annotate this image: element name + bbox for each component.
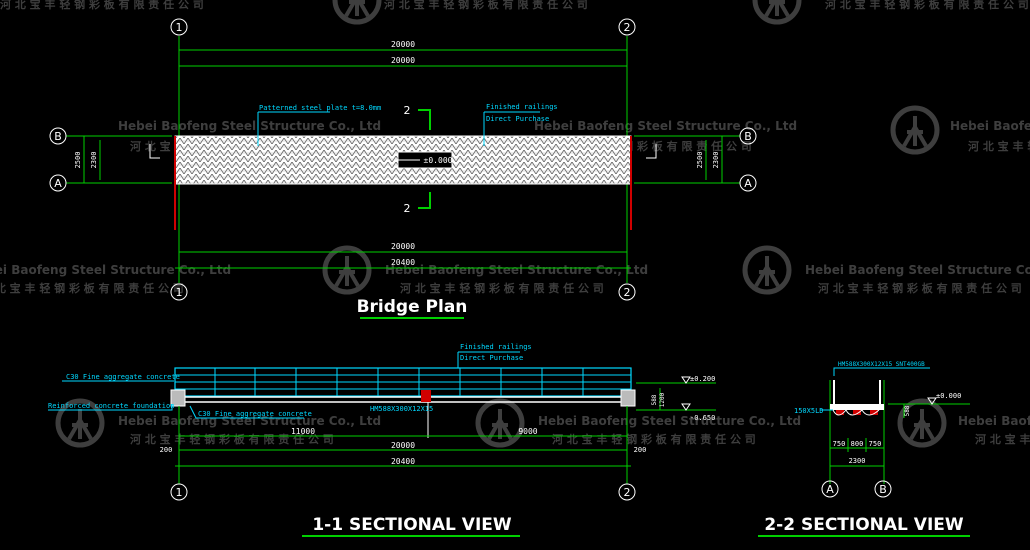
- watermark-en: Hebei Baofeng Steel Structure Co., Ltd: [950, 119, 1030, 133]
- dim-text: 20000: [391, 40, 415, 49]
- svg-text:2: 2: [624, 286, 631, 299]
- svg-text:-0.650: -0.650: [690, 414, 715, 422]
- note-beam: HM588X300X12X15: [370, 405, 433, 413]
- watermark-zh: 河 北 宝 丰 轻 钢 彩 板 有 限 责 任 公 司: [384, 0, 588, 11]
- watermark-en: Hebei Baofeng Steel Structure Co., Ltd: [538, 414, 801, 428]
- watermark-zh: 河 北 宝 丰 轻 钢 彩 板 有 限 责 任 公 司: [0, 281, 184, 295]
- svg-text:20000: 20000: [391, 441, 415, 450]
- watermark-en: Hebei Baofeng Steel Structure Co., Ltd: [118, 119, 381, 133]
- watermark-zh: 河 北 宝 丰 轻 钢 彩 板 有 限 责 任 公 司: [975, 432, 1030, 446]
- watermark-logo-icon: [335, 0, 379, 22]
- svg-text:2300: 2300: [849, 457, 866, 465]
- grid-bubble-2: [618, 18, 636, 36]
- svg-text:1200: 1200: [659, 392, 666, 407]
- svg-text:750: 750: [833, 440, 846, 448]
- section-mark: 2: [404, 104, 411, 117]
- note-purchase: Direct Purchase: [486, 115, 549, 123]
- section22-title: 2-2 SECTIONAL VIEW: [764, 515, 964, 535]
- watermark-en: Hebei Baofeng Steel Structure Co., Ltd: [534, 119, 797, 133]
- grid-bubble-2: [618, 283, 636, 301]
- plan-title: Bridge Plan: [357, 297, 468, 317]
- watermark-logo-icon: [755, 0, 799, 22]
- note-slab: 150X5LD: [794, 407, 824, 415]
- svg-text:2500: 2500: [74, 152, 82, 169]
- watermark-en: Hebei Baofeng Steel Structure Co., Ltd: [385, 263, 648, 277]
- note-purchase: Direct Purchase: [460, 354, 523, 362]
- watermark-en: Hebei Baofeng Steel Structure Co., Ltd: [118, 414, 381, 428]
- svg-text:2: 2: [624, 486, 631, 499]
- svg-text:20400: 20400: [391, 457, 415, 466]
- grid-bubble-1: [170, 18, 188, 36]
- svg-text:A: A: [826, 483, 834, 496]
- svg-text:200: 200: [634, 446, 647, 454]
- watermark-zh: 河 北 宝 丰 轻 钢 彩 板 有 限 责 任 公 司: [968, 139, 1030, 153]
- grid-bubble-1: [170, 283, 188, 301]
- svg-text:11000: 11000: [291, 427, 315, 436]
- svg-text:200: 200: [160, 446, 173, 454]
- svg-text:9000: 9000: [518, 427, 537, 436]
- svg-text:750: 750: [869, 440, 882, 448]
- svg-text:1: 1: [176, 286, 183, 299]
- svg-text:2500: 2500: [696, 152, 704, 169]
- svg-text:2300: 2300: [90, 152, 98, 169]
- svg-text:±0.200: ±0.200: [690, 375, 715, 383]
- watermark-zh: 河 北 宝 丰 轻 钢 彩 板 有 限 责 任 公 司: [0, 0, 204, 11]
- svg-text:B: B: [879, 483, 887, 496]
- note-c30-bottom: C30 Fine aggregate concrete: [198, 410, 312, 418]
- watermark-zh: 河 北 宝 丰 轻 钢 彩 板 有 限 责 任 公 司: [818, 281, 1022, 295]
- svg-text:B: B: [744, 130, 752, 143]
- svg-text:A: A: [744, 177, 752, 190]
- section11-title: 1-1 SECTIONAL VIEW: [312, 515, 512, 535]
- bridge-plan: 1 2 1 2 20000 20000 20000 20400 ±0.000 2…: [49, 18, 757, 319]
- svg-text:588: 588: [651, 394, 658, 405]
- svg-text:800: 800: [851, 440, 864, 448]
- note-c30-top: C30 Fine aggregate concrete: [66, 373, 180, 381]
- watermark-logo-icon: [325, 248, 369, 292]
- section-mark: 2: [404, 202, 411, 215]
- watermark-zh: 河 北 宝 丰 轻 钢 彩 板 有 限 责 任 公 司: [400, 281, 604, 295]
- watermark-zh: 河 北 宝 丰 轻 钢 彩 板 有 限 责 任 公 司: [552, 432, 756, 446]
- svg-text:2: 2: [624, 21, 631, 34]
- note-plate: Patterned steel plate t=8.0mm: [259, 104, 381, 112]
- section-1-1: 11000 9000 20000 20400 200 200 1 2 C30 F…: [48, 343, 716, 537]
- elevation-text: ±0.000: [424, 156, 453, 165]
- watermark-en: Hebei Baofeng Steel Structure Co., Ltd: [0, 263, 231, 277]
- svg-text:B: B: [54, 130, 62, 143]
- svg-text:588: 588: [904, 405, 911, 416]
- section-2-2: HM588X300X12X15 SNT400GB 150X5LD ±0.000 …: [758, 361, 970, 537]
- note-railing: Finished railings: [460, 343, 532, 351]
- watermark-logo-icon: [745, 248, 789, 292]
- watermark-logo-icon: [478, 401, 522, 445]
- svg-text:1: 1: [176, 486, 183, 499]
- note-rc-foundation: Reinforced concrete foundation: [48, 402, 174, 410]
- watermark-en: Hebei Baofeng Steel Structure Co., Ltd: [958, 414, 1030, 428]
- dim-text: 20000: [391, 56, 415, 65]
- note-beam-22: HM588X300X12X15 SNT400GB: [838, 361, 925, 368]
- watermark-zh: 河 北 宝 丰 轻 钢 彩 板 有 限 责 任 公 司: [825, 0, 1029, 11]
- watermark-en: Hebei Baofeng Steel Structure Co., Ltd: [805, 263, 1030, 277]
- note-railing: Finished railings: [486, 103, 558, 111]
- svg-text:1: 1: [176, 21, 183, 34]
- svg-text:±0.000: ±0.000: [936, 392, 961, 400]
- watermark-logo-icon: [893, 108, 937, 152]
- dim-text: 20400: [391, 258, 415, 267]
- svg-text:2300: 2300: [712, 152, 720, 169]
- dim-text: 20000: [391, 242, 415, 251]
- watermark-layer: 河 北 宝 丰 轻 钢 彩 板 有 限 责 任 公 司 河 北 宝 丰 轻 钢 …: [0, 0, 1030, 446]
- svg-text:A: A: [54, 177, 62, 190]
